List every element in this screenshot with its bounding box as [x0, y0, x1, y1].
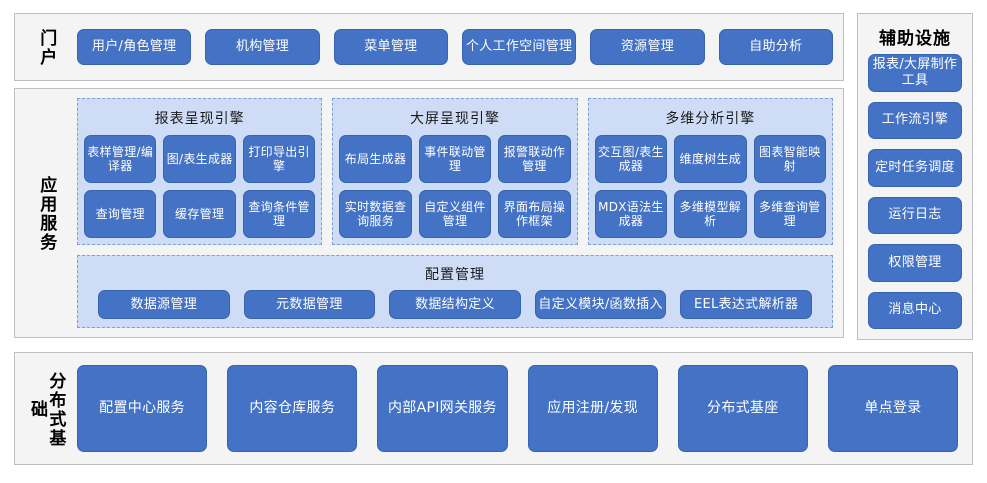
dashboard-rendering-engine-title: 大屏呈现引擎	[409, 111, 500, 127]
base-item-content-repository-service[interactable]: 内容仓库服务	[227, 365, 358, 452]
report-rendering-engine-panel: 报表呈现引擎 表样管理/编译器 图/表生成器 打印导出引擎 查询管理 缓存管理 …	[77, 98, 323, 245]
auxiliary-facilities-section-label: 辅助设施	[879, 29, 951, 49]
multidimensional-analysis-engine-panel: 多维分析引擎 交互图/表生成器 维度树生成 图表智能映射 MDX语法生成器 多维…	[587, 98, 833, 245]
engine-item-chart-table-generator[interactable]: 图/表生成器	[163, 135, 236, 183]
aux-item-message-center[interactable]: 消息中心	[868, 291, 962, 329]
configuration-management-row: 数据源管理 元数据管理 数据结构定义 自定义模块/函数插入 EEL表达式解析器	[84, 290, 826, 321]
engine-item-query-condition-management[interactable]: 查询条件管理	[242, 190, 316, 238]
engine-item-dimension-tree-generation[interactable]: 维度树生成	[674, 135, 747, 183]
distributed-base-section-label: 分布式基础	[27, 371, 66, 448]
base-item-internal-api-gateway-service[interactable]: 内部API网关服务	[377, 365, 508, 452]
portal-item-org-management[interactable]: 机构管理	[205, 29, 320, 65]
base-item-config-center-service[interactable]: 配置中心服务	[77, 365, 208, 452]
aux-item-workflow-engine[interactable]: 工作流引擎	[868, 101, 962, 139]
portal-button-row: 用户/角色管理 机构管理 菜单管理 个人工作空间管理 资源管理 自助分析	[77, 26, 833, 68]
portal-section: 门户 用户/角色管理 机构管理 菜单管理 个人工作空间管理 资源管理 自助分析	[14, 13, 844, 81]
config-item-eel-expression-parser[interactable]: EEL表达式解析器	[680, 290, 812, 319]
portal-section-label: 门户	[36, 29, 57, 67]
base-item-app-registration-discovery[interactable]: 应用注册/发现	[527, 365, 658, 452]
engine-item-realtime-data-query-service[interactable]: 实时数据查询服务	[339, 190, 412, 238]
base-item-single-sign-on[interactable]: 单点登录	[827, 365, 959, 452]
engine-item-event-linkage-management[interactable]: 事件联动管理	[418, 135, 492, 183]
application-services-content: 报表呈现引擎 表样管理/编译器 图/表生成器 打印导出引擎 查询管理 缓存管理 …	[77, 98, 833, 328]
engine-item-custom-component-management[interactable]: 自定义组件管理	[418, 190, 492, 238]
portal-item-user-role-management[interactable]: 用户/角色管理	[77, 29, 192, 65]
config-item-metadata-management[interactable]: 元数据管理	[243, 290, 376, 319]
engine-item-report-template-management-compiler[interactable]: 表样管理/编译器	[84, 135, 157, 183]
aux-item-scheduled-task-scheduler[interactable]: 定时任务调度	[868, 149, 962, 187]
auxiliary-button-list: 报表/大屏制作工具 工作流引擎 定时任务调度 运行日志 权限管理 消息中心	[868, 54, 962, 329]
dashboard-rendering-engine-panel: 大屏呈现引擎 布局生成器 事件联动管理 报警联动作管理 实时数据查询服务 自定义…	[332, 98, 578, 245]
portal-item-self-service-analysis[interactable]: 自助分析	[718, 29, 833, 65]
portal-item-resource-management[interactable]: 资源管理	[590, 29, 705, 65]
configuration-management-title: 配置管理	[425, 267, 485, 283]
engine-item-multidimensional-model-parsing[interactable]: 多维模型解析	[674, 190, 747, 238]
engine-item-alarm-linkage-action-management[interactable]: 报警联动作管理	[498, 135, 571, 183]
application-services-section-label: 应用服务	[36, 176, 57, 252]
config-item-custom-module-function-insertion[interactable]: 自定义模块/函数插入	[534, 290, 667, 319]
config-item-datasource-management[interactable]: 数据源管理	[98, 290, 230, 319]
engine-item-chart-smart-mapping[interactable]: 图表智能映射	[753, 135, 826, 183]
dashboard-rendering-engine-grid: 布局生成器 事件联动管理 报警联动作管理 实时数据查询服务 自定义组件管理 界面…	[339, 135, 571, 238]
aux-item-report-dashboard-authoring-tool[interactable]: 报表/大屏制作工具	[868, 54, 962, 92]
config-item-data-structure-definition[interactable]: 数据结构定义	[389, 290, 521, 319]
distributed-base-section: 分布式基础 配置中心服务 内容仓库服务 内部API网关服务 应用注册/发现 分布…	[14, 352, 973, 465]
distributed-base-button-row: 配置中心服务 内容仓库服务 内部API网关服务 应用注册/发现 分布式基座 单点…	[77, 365, 959, 452]
engine-item-mdx-syntax-generator[interactable]: MDX语法生成器	[594, 190, 668, 238]
base-item-distributed-foundation[interactable]: 分布式基座	[677, 365, 808, 452]
engine-item-multidimensional-query-management[interactable]: 多维查询管理	[753, 190, 826, 238]
engine-item-interactive-chart-table-generator[interactable]: 交互图/表生成器	[594, 135, 668, 183]
engine-item-layout-generator[interactable]: 布局生成器	[339, 135, 412, 183]
engine-row: 报表呈现引擎 表样管理/编译器 图/表生成器 打印导出引擎 查询管理 缓存管理 …	[77, 98, 833, 245]
report-rendering-engine-title: 报表呈现引擎	[154, 111, 245, 127]
engine-item-query-management[interactable]: 查询管理	[84, 190, 157, 238]
portal-item-personal-workspace-management[interactable]: 个人工作空间管理	[461, 29, 577, 65]
engine-item-cache-management[interactable]: 缓存管理	[163, 190, 236, 238]
aux-item-runtime-log[interactable]: 运行日志	[868, 196, 962, 234]
multidimensional-analysis-engine-title: 多维分析引擎	[665, 111, 756, 127]
report-rendering-engine-grid: 表样管理/编译器 图/表生成器 打印导出引擎 查询管理 缓存管理 查询条件管理	[84, 135, 316, 238]
portal-item-menu-management[interactable]: 菜单管理	[333, 29, 448, 65]
engine-item-print-export-engine[interactable]: 打印导出引擎	[242, 135, 316, 183]
engine-item-ui-layout-operation-framework[interactable]: 界面布局操作框架	[498, 190, 571, 238]
multidimensional-analysis-engine-grid: 交互图/表生成器 维度树生成 图表智能映射 MDX语法生成器 多维模型解析 多维…	[594, 135, 826, 238]
auxiliary-facilities-section: 辅助设施 报表/大屏制作工具 工作流引擎 定时任务调度 运行日志 权限管理 消息…	[857, 13, 973, 340]
configuration-management-panel: 配置管理 数据源管理 元数据管理 数据结构定义 自定义模块/函数插入 EEL表达…	[77, 255, 833, 328]
aux-item-permission-management[interactable]: 权限管理	[868, 244, 962, 282]
application-services-section: 应用服务 报表呈现引擎 表样管理/编译器 图/表生成器 打印导出引擎 查询管理 …	[14, 88, 844, 338]
